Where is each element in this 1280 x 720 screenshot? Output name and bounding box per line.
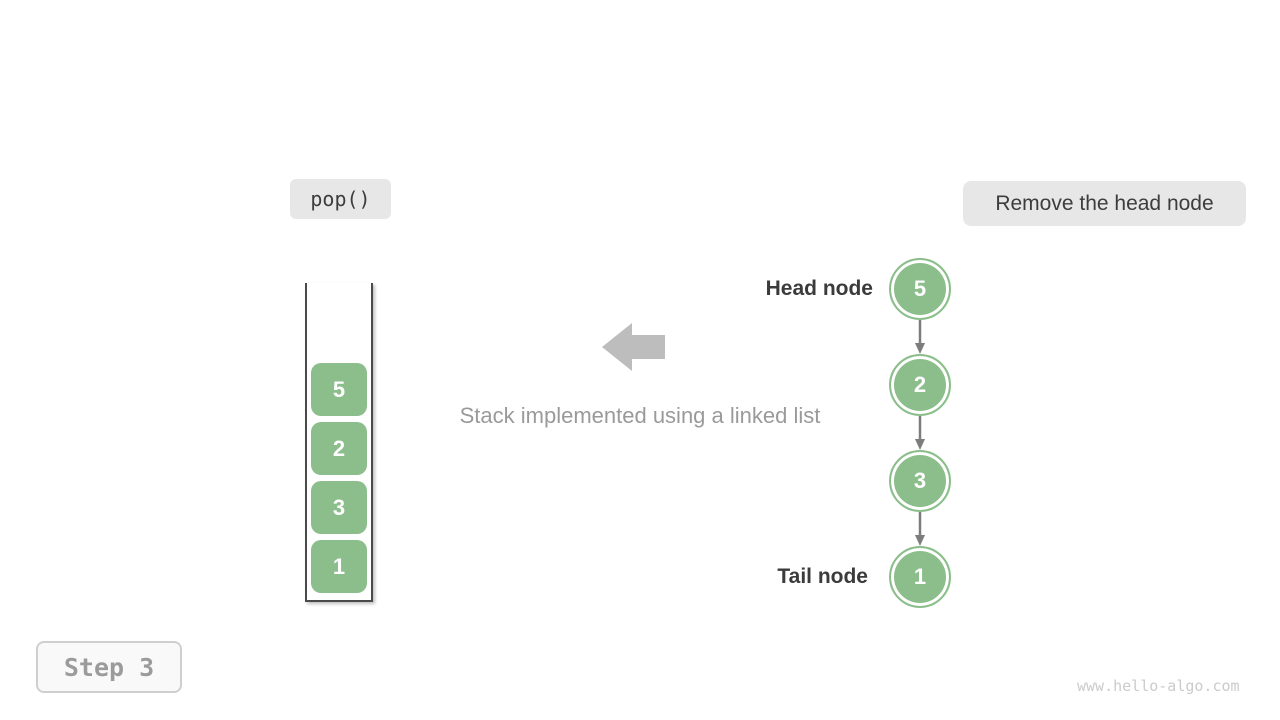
operation-description-badge: Remove the head node <box>963 181 1246 226</box>
pop-operation-badge: pop() <box>290 179 391 219</box>
operation-description-label: Remove the head node <box>995 191 1214 215</box>
linked-list-node: 5 <box>889 258 951 320</box>
stack-item: 1 <box>311 540 367 593</box>
down-arrow-icon <box>915 512 925 546</box>
linked-list-node: 3 <box>889 450 951 512</box>
head-node-label: Head node <box>765 277 873 300</box>
stack-item: 3 <box>311 481 367 534</box>
step-indicator-label: Step 3 <box>63 652 155 682</box>
stack-container: 5 2 3 1 <box>305 283 373 602</box>
linked-list-node: 1 <box>889 546 951 608</box>
step-indicator: Step 3 <box>36 641 182 693</box>
watermark: www.hello-algo.com <box>1077 677 1240 695</box>
pop-operation-label: pop() <box>310 187 371 211</box>
left-arrow-icon <box>602 323 665 371</box>
diagram-caption: Stack implemented using a linked list <box>459 403 821 428</box>
down-arrow-icon <box>915 320 925 354</box>
tail-node-label: Tail node <box>777 565 868 588</box>
linked-list-node: 2 <box>889 354 951 416</box>
stack-item: 2 <box>311 422 367 475</box>
stack-item: 5 <box>311 363 367 416</box>
down-arrow-icon <box>915 416 925 450</box>
